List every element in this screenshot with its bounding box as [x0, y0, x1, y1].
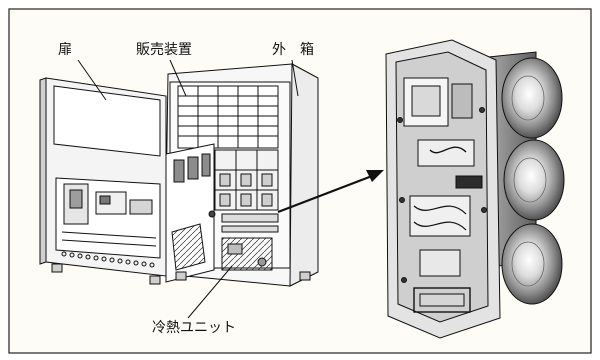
leader-lines: [77, 59, 299, 319]
label-vending-unit: 販売装置: [136, 42, 192, 58]
door: [39, 77, 167, 285]
label-cooling-heating-unit: 冷熱ユニット: [152, 320, 236, 336]
label-outer-box: 外 箱: [272, 42, 314, 58]
cooling-heating-unit-detail: [385, 39, 565, 339]
pointer-arrow: [277, 170, 384, 214]
cooling-heating-unit: [221, 237, 273, 271]
vending-machine: [39, 63, 319, 287]
vending-unit: [177, 85, 279, 233]
label-door: 扉: [58, 42, 72, 58]
